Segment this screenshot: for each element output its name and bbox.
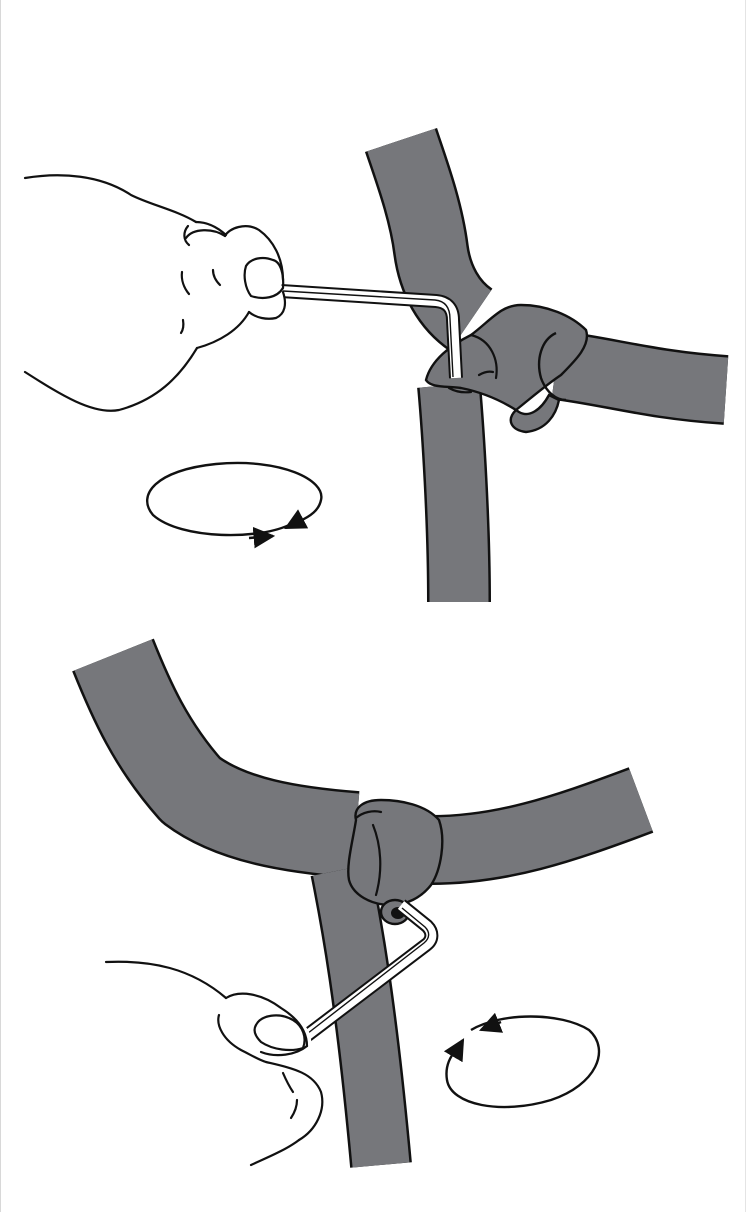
rotation-arrow-counterclockwise: [446, 1017, 599, 1108]
frame-tube-right-bottom: [431, 800, 641, 850]
frame-tube-vertical: [449, 385, 459, 602]
figure-top-tighten: [25, 140, 726, 602]
frame-tube-right: [556, 365, 726, 390]
frame-tube-vertical-bottom: [341, 870, 381, 1165]
rotation-arrow-clockwise: [147, 463, 321, 538]
frame-tube-upper-left-bottom: [113, 655, 356, 835]
joint-sleeve: [348, 800, 442, 905]
hand-bottom: [106, 962, 323, 1165]
hand-top: [25, 175, 285, 412]
figure-bottom-loosen: [106, 655, 641, 1165]
